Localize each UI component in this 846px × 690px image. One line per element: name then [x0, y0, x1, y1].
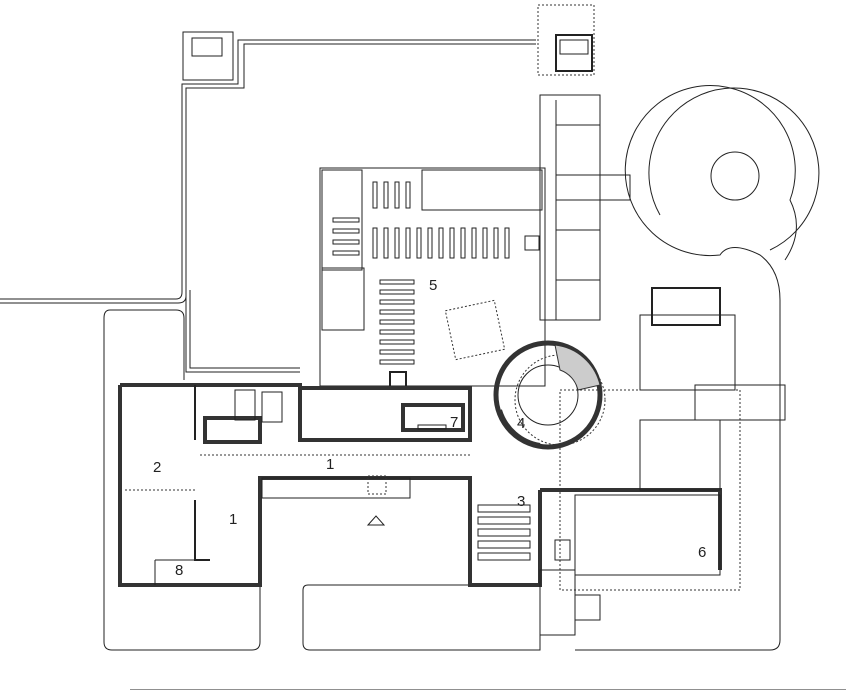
- shelf: [372, 181, 378, 209]
- north-wing: [537, 4, 631, 321]
- shelf: [379, 279, 415, 285]
- shelf: [471, 227, 477, 259]
- shelf: [332, 228, 360, 234]
- label-room-2: 2: [153, 459, 161, 476]
- shelf: [394, 181, 400, 209]
- shelf: [379, 299, 415, 305]
- label-room-8: 8: [175, 562, 183, 579]
- shelf: [394, 227, 400, 259]
- site-outline: [0, 31, 846, 690]
- seat-row: [477, 540, 531, 549]
- round-room-4: [493, 340, 606, 450]
- shelf: [379, 329, 415, 335]
- label-circulation-a: 1: [326, 456, 334, 473]
- label-room-7: 7: [450, 414, 458, 431]
- library-room-5: [319, 167, 546, 389]
- shelf: [482, 227, 488, 259]
- seat-row: [477, 516, 531, 525]
- seat-row: [477, 528, 531, 537]
- shelf: [379, 359, 415, 365]
- main-building: [118, 383, 542, 587]
- shelf: [416, 227, 422, 259]
- shelf: [332, 239, 360, 245]
- east-wing-room-6: [539, 287, 786, 636]
- shelf: [379, 319, 415, 325]
- label-room-4: 4: [517, 415, 525, 432]
- shelf: [379, 289, 415, 295]
- shelf: [383, 227, 389, 259]
- seat-row: [477, 504, 531, 513]
- shelf: [379, 349, 415, 355]
- shelf: [383, 181, 389, 209]
- shelf: [332, 250, 360, 256]
- shelf: [460, 227, 466, 259]
- seat-row: [477, 552, 531, 561]
- shelf: [493, 227, 499, 259]
- room-labels: 1 1 2 3 4 5 6 7 8: [153, 277, 706, 579]
- shelf: [405, 181, 411, 209]
- label-circulation-b: 1: [229, 511, 237, 528]
- shelf: [372, 227, 378, 259]
- entrance-triangle-icon: [366, 515, 386, 526]
- label-room-6: 6: [698, 544, 706, 561]
- shelf: [405, 227, 411, 259]
- shelf: [332, 217, 360, 223]
- shelf: [427, 227, 433, 259]
- label-room-5: 5: [429, 277, 437, 294]
- shelf: [504, 227, 510, 259]
- auditorium-room-3: [477, 504, 531, 561]
- label-room-3: 3: [517, 493, 525, 510]
- shelves: [332, 181, 510, 365]
- shelf: [379, 339, 415, 345]
- shelf: [438, 227, 444, 259]
- shelf: [379, 309, 415, 315]
- shelf: [449, 227, 455, 259]
